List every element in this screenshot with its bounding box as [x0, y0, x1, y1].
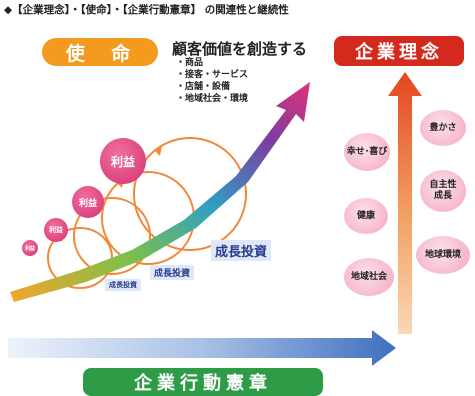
value-bubble-autonomy: 自主性 成長: [420, 170, 466, 212]
value-bubble-happiness: 幸せ･喜び: [344, 133, 390, 171]
value-bubble-community: 地域社会: [344, 258, 394, 296]
profit-circle-large: 利益: [100, 138, 146, 184]
main-growth-arrow: [10, 82, 310, 302]
value-item: 店舗・設備: [176, 81, 248, 93]
value-bubble-environment: 地球環境: [416, 236, 470, 274]
value-bubble-autonomy-line2: 成長: [433, 191, 452, 201]
value-item: 接客・サービス: [176, 69, 248, 81]
rising-philosophy-arrow: [388, 72, 422, 334]
value-bubble-richness: 豊かさ: [420, 110, 466, 146]
value-creation-list: 商品 接客・サービス 店舗・設備 地域社会・環境: [176, 57, 248, 105]
value-bubble-health: 健康: [344, 198, 388, 234]
value-bubble-autonomy-line1: 自主性: [429, 180, 457, 190]
value-item: 地域社会・環境: [176, 93, 248, 105]
philosophy-label: 企業理念: [334, 36, 464, 66]
value-creation-title: 顧客価値を創造する: [172, 40, 308, 58]
growth-investment-label-small: 成長投資: [105, 279, 141, 291]
value-item: 商品: [176, 57, 248, 69]
profit-circle-medium: 利益: [72, 186, 104, 218]
diagram-heading: ◆【企業理念】・【使命】・【企業行動憲章】 の関連性と継続性: [4, 4, 289, 16]
code-of-conduct-label: 企業行動憲章: [83, 368, 323, 396]
mission-label: 使 命: [42, 38, 158, 66]
profit-circle-tiny: 利益: [22, 240, 38, 256]
profit-circle-small: 利益: [44, 218, 68, 242]
growth-investment-label-large: 成長投資: [211, 240, 272, 261]
bottom-timeline-arrow: [8, 330, 396, 366]
growth-investment-label-medium: 成長投資: [150, 265, 195, 280]
